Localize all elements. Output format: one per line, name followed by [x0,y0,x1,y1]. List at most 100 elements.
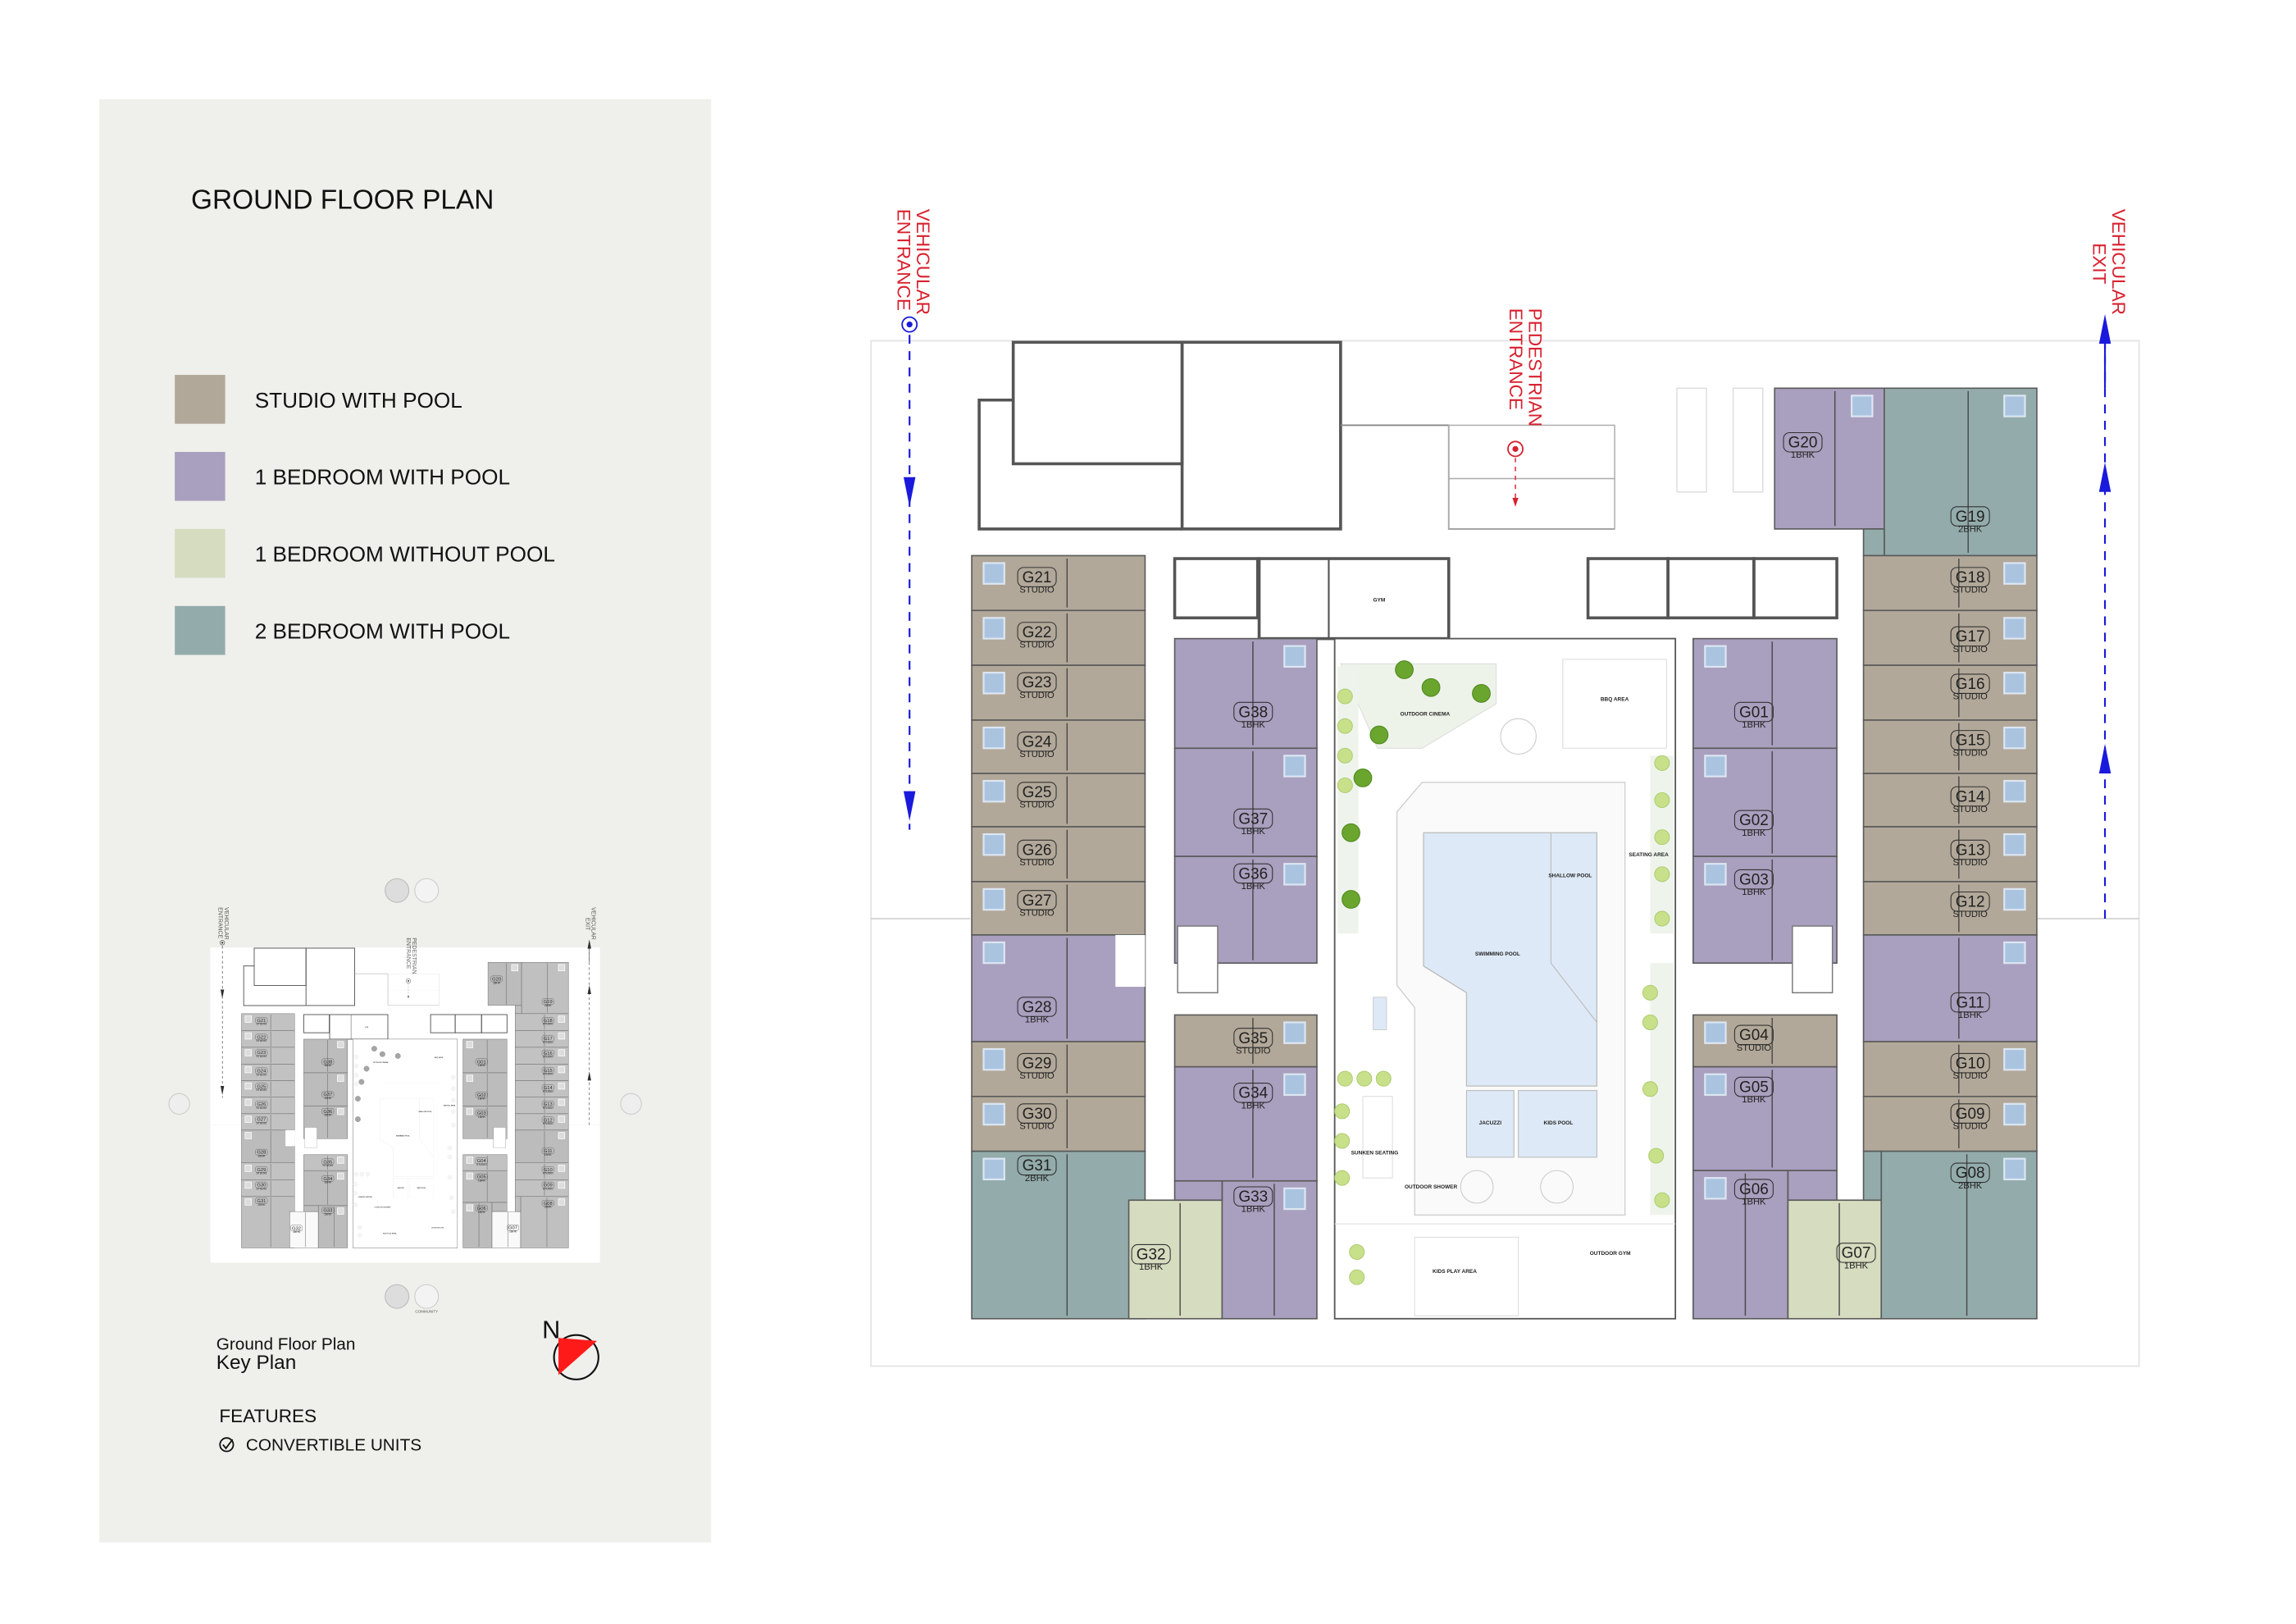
key-plan-drawing [210,906,601,1263]
unit-label-frame [1950,992,1990,1013]
unit-label-frame [1783,431,1823,453]
key-plan: COMMUNITY Ground Floor Plan Key Plan [168,878,642,1374]
shallow-pool-divider [1550,833,1597,1023]
unit-type: STUDIO [1019,640,1055,650]
unit-label-frame [1017,1103,1057,1124]
shrub-icon [1654,755,1670,771]
unit-type: STUDIO [1019,858,1055,868]
unit-label-frame [1017,782,1057,802]
unit-label-frame [1017,567,1057,587]
unit-type: STUDIO [1953,805,1988,814]
pedestrian-entrance-label: PEDESTRIAN [1524,308,1545,427]
tree-icon [1472,684,1491,703]
main-floor-plan: GYM G21STUDIOG22STUDIOG23STUDIOG24STUDIO… [870,209,2140,1367]
unit-number: G04 [1739,1027,1769,1044]
north-label: N [542,1315,560,1343]
private-pool-icon [1704,1073,1727,1097]
unit-type: 1BHK [1742,720,1766,730]
unit-number: G30 [1023,1106,1052,1123]
private-pool-icon [1704,1177,1727,1200]
jacuzzi [1465,1090,1515,1158]
unit-number: G10 [1956,1055,1985,1072]
tree-icon [1342,823,1360,842]
shrub-icon [1337,1070,1353,1087]
shrub-icon [1642,1015,1658,1030]
kids-play-area [1414,1236,1519,1316]
swimming-pool [1423,832,1598,1087]
sunken-seating [1362,1096,1393,1179]
page-title: GROUND FLOOR PLAN [191,185,494,216]
sunken-seating-label: SUNKEN SEATING [1351,1150,1399,1156]
unit-type: STUDIO [1236,1046,1271,1056]
private-pool-icon [2003,672,2026,695]
unit-number: G17 [1956,628,1985,645]
unit-label-frame [1017,839,1057,860]
vehicular-entrance-label: ENTRANCE [894,209,914,311]
tree-icon [1342,890,1360,909]
unit-area [1173,1179,1223,1202]
unit-number: G22 [1023,624,1052,641]
unit-type: 1BHK [1958,1010,1983,1020]
unit-number: G33 [1238,1188,1268,1206]
unit-number: G23 [1023,674,1052,691]
legend-label: STUDIO WITH POOL [255,388,462,413]
features-heading: FEATURES [219,1406,317,1426]
feature-medallion [1500,718,1537,755]
unit-label-frame [1017,1155,1057,1176]
private-pool-icon [2003,1047,2026,1071]
legend-swatch-2bhk [175,605,226,655]
shrub-icon [1337,718,1353,734]
unit-label-frame [1017,672,1057,693]
shrub-icon [1654,792,1670,808]
unit-label-frame [1733,1024,1774,1046]
private-pool-icon [2003,726,2026,750]
unit-label-frame [1017,997,1057,1017]
community-icon: COMMUNITY [168,878,642,1314]
legend-swatch-1bhk [175,451,226,501]
outdoor-shower-label: OUTDOOR SHOWER [1405,1184,1458,1190]
unit-label-frame [1733,1179,1774,1200]
private-pool-icon [982,887,1005,911]
private-pool-icon [1283,863,1306,886]
unit-label-frame [1950,786,1990,807]
outdoor-cinema-label: OUTDOOR CINEMA [1401,712,1451,718]
kids-pool [1518,1090,1597,1158]
private-pool-icon [1283,1021,1306,1044]
